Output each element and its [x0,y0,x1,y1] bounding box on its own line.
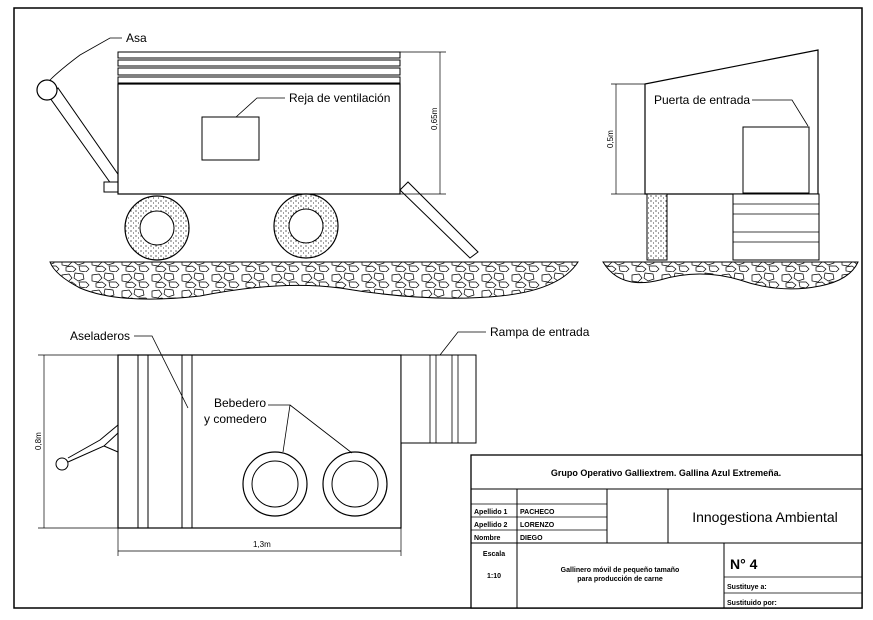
plan-length-dimension: 1,3m [253,540,271,549]
description-line-1: Gallinero móvil de pequeño tamaño [561,567,680,574]
escala-value: 1:10 [487,573,501,580]
reja-leader [235,97,285,118]
roof-slat [117,51,401,59]
plan-handle [67,424,119,463]
handle-knob [36,79,58,101]
apellido2-label: Apellido 2 [474,522,508,529]
puerta-leader [752,99,809,127]
apellido1-label: Apellido 1 [474,509,508,516]
label-puerta-entrada: Puerta de entrada [654,93,750,107]
label-aseladeros: Aseladeros [70,329,130,343]
roof-slat [117,76,401,84]
sustituido-label: Sustituido por: [727,600,777,607]
plan-handle-knob [55,457,69,471]
ventilation-grid [201,116,260,161]
entrance-door [742,126,810,194]
asa-leader [49,37,122,81]
group-title: Grupo Operativo Galliextrem. Gallina Azu… [551,468,781,478]
front-ground [49,261,579,300]
nombre-value: DIEGO [520,535,543,542]
label-comedero: y comedero [204,412,267,426]
side-elevation: 0,5m Puerta de entrada [602,49,859,290]
side-ground [602,261,859,290]
roof-slat [117,67,401,76]
label-reja-ventilacion: Reja de ventilación [289,91,390,105]
rampa-leader [439,331,486,356]
bebedero-leader [268,404,353,454]
company-name: Innogestiona Ambiental [692,509,838,525]
sustituye-label: Sustituye a: [727,584,767,591]
side-height-dimension: 0,5m [606,130,615,148]
label-rampa-entrada: Rampa de entrada [490,325,590,339]
front-handle-bar [49,87,123,189]
apellido1-value: PACHECO [520,509,555,516]
nombre-label: Nombre [474,535,501,542]
front-elevation: 0,65m Asa Reja de ventilación [36,31,579,300]
label-asa: Asa [126,31,147,45]
drawing-number: N° 4 [730,556,758,572]
roof-slat [117,59,401,67]
wheel-right-hub [288,208,324,244]
side-ramp [732,193,820,261]
escala-label: Escala [483,551,505,558]
plan-width-dimension: 0,8m [34,432,43,450]
front-ramp [399,181,479,259]
plan-ramp [400,354,477,444]
sheet-border [13,7,863,609]
apellido2-value: LORENZO [520,522,555,529]
label-bebedero: Bebedero [214,396,266,410]
side-wheel [646,193,668,261]
description-line-2: para producción de carne [577,576,663,583]
aseladeros-leader [134,335,189,409]
front-height-dimension: 0,65m [430,107,439,130]
title-block: Grupo Operativo Galliextrem. Gallina Azu… [470,454,863,609]
wheel-left-hub [139,210,175,246]
plan-view: 0,8m 1,3m Aseladeros Rampa de entrada Be… [34,325,590,556]
